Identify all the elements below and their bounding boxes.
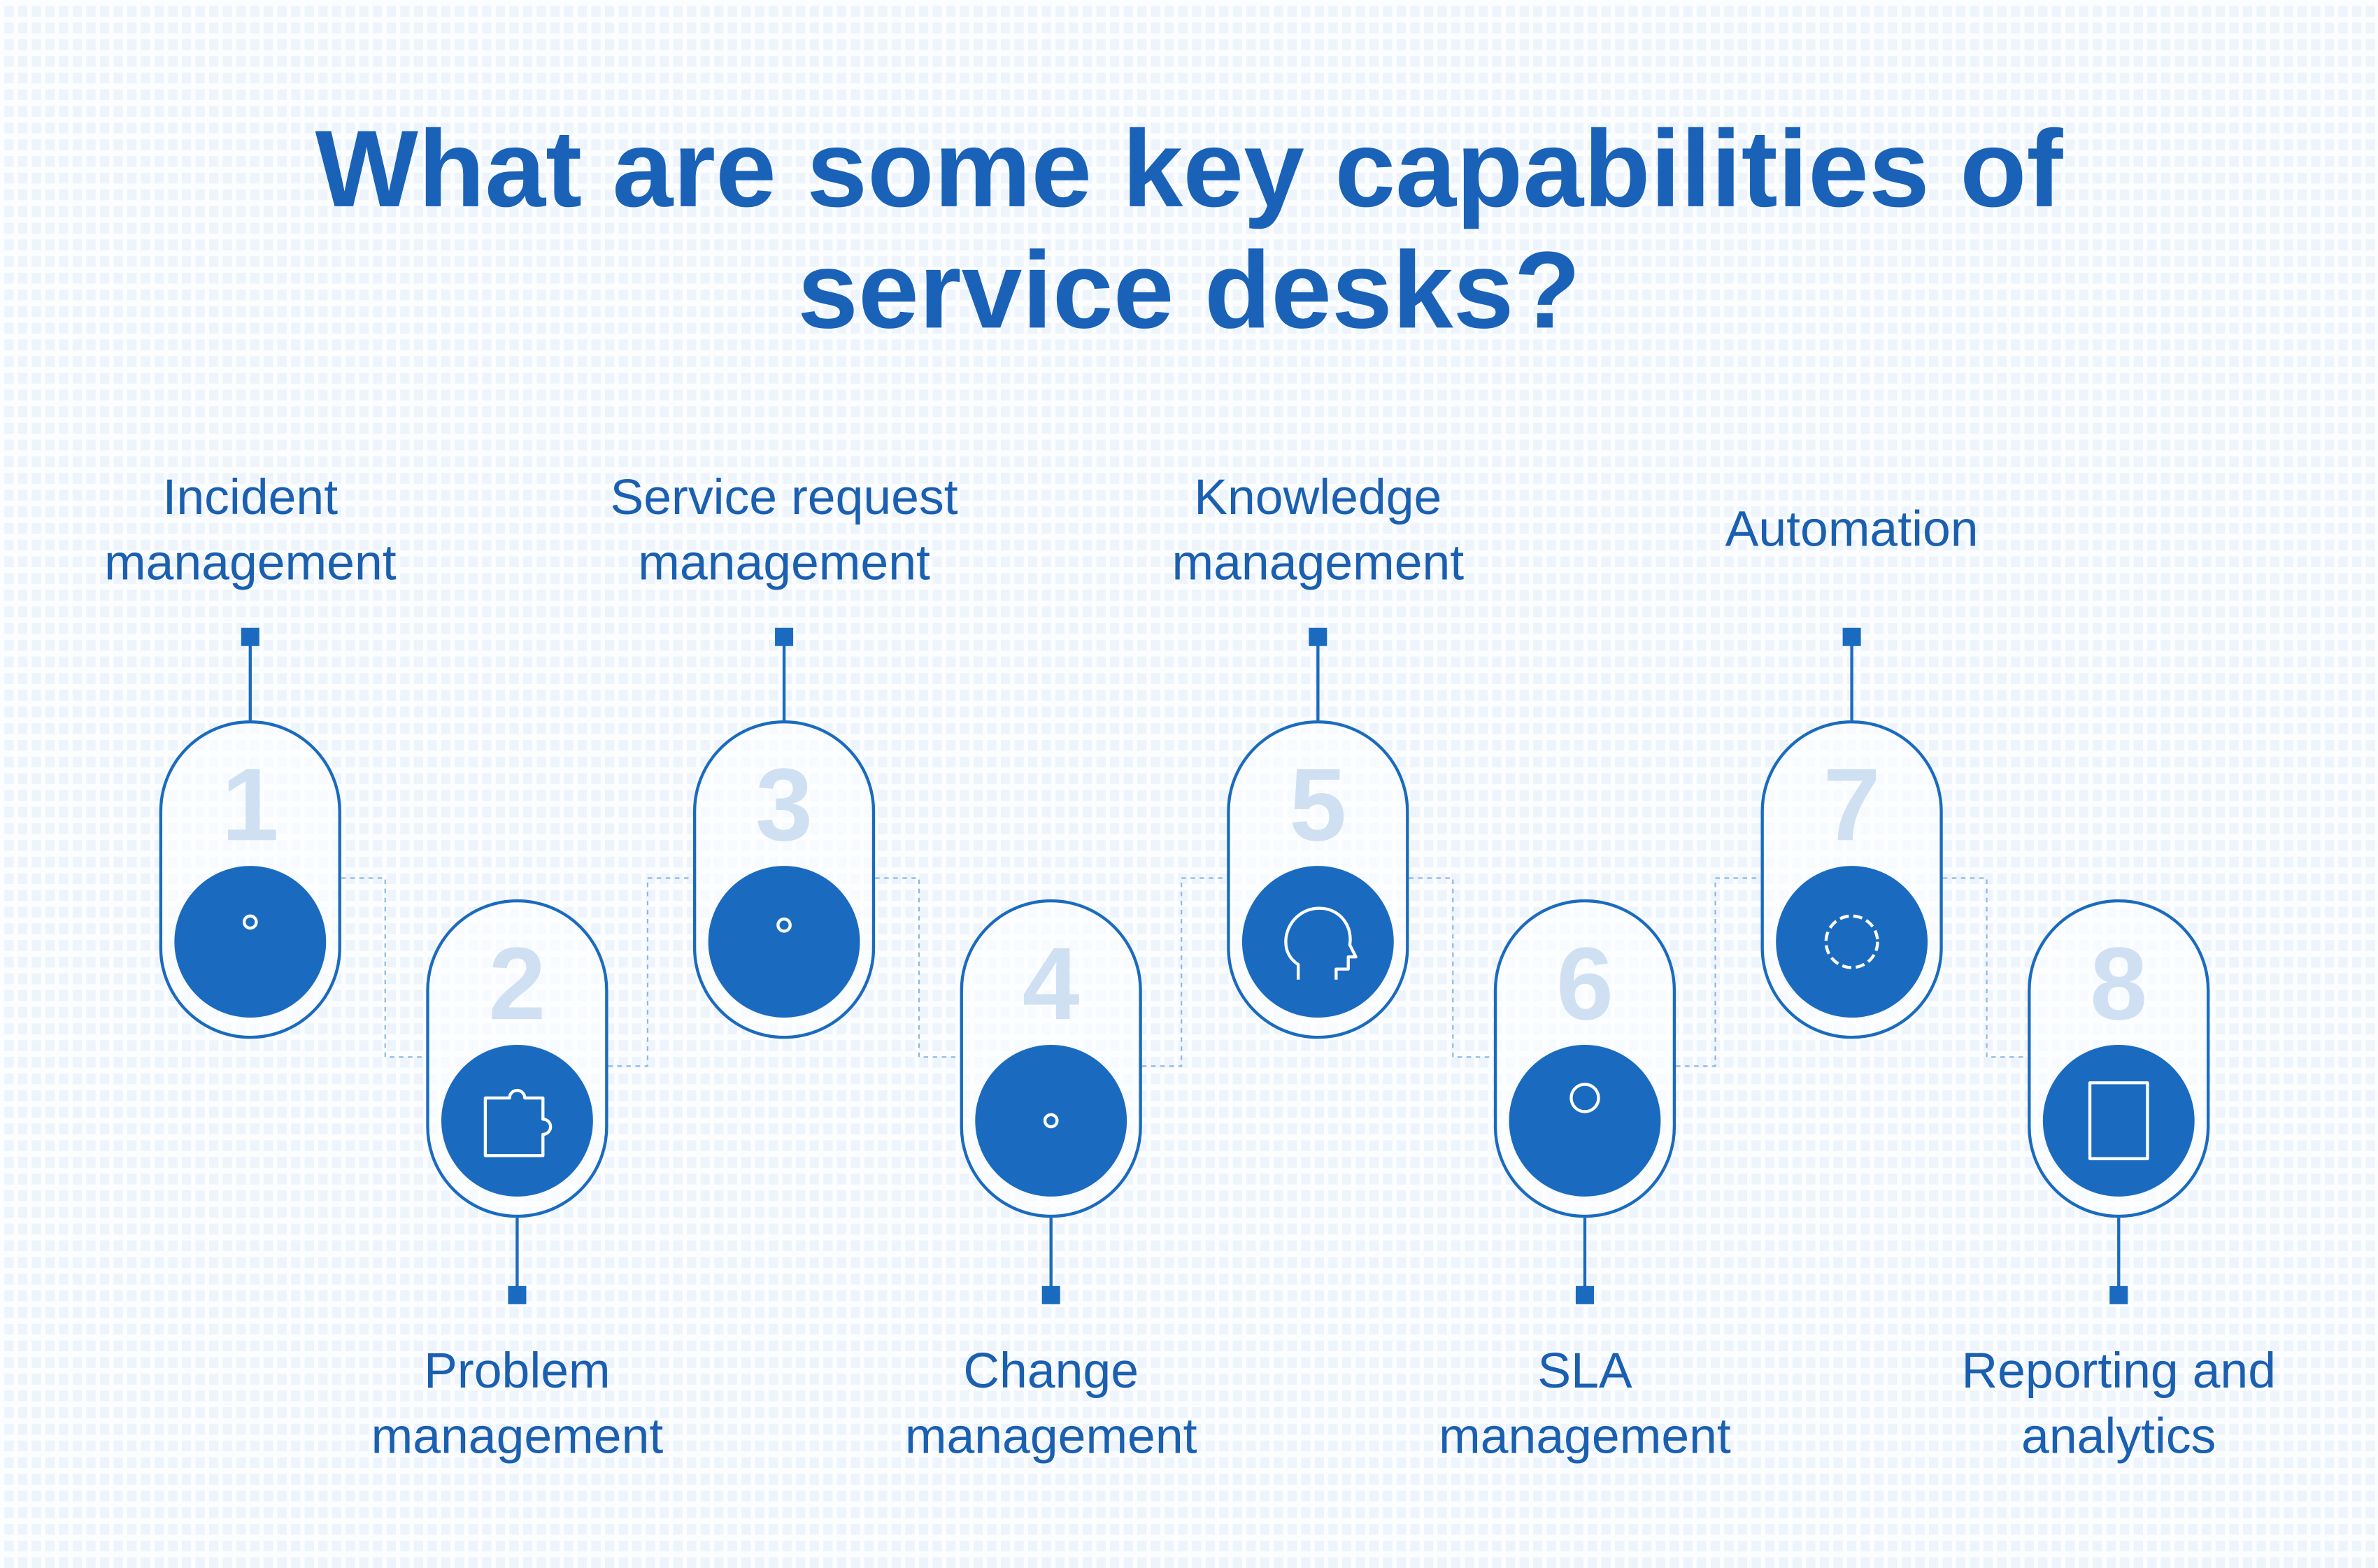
step-6-pill: 6 (1493, 899, 1676, 1218)
step-icon-circle (708, 866, 860, 1018)
label-line-2: management (638, 534, 930, 590)
label-line-1: Incident (162, 469, 339, 525)
step-3-label: Service request management (587, 464, 981, 594)
step-1-pill: 1 (159, 720, 341, 1039)
step-8-pill: 8 (2028, 899, 2210, 1218)
connector-line (1049, 1218, 1053, 1291)
title-line-2: service desks? (797, 230, 1581, 352)
step-5-pill: 5 (1227, 720, 1409, 1039)
step-number: 8 (2090, 926, 2148, 1042)
label-line-1: SLA (1537, 1342, 1632, 1399)
step-icon-circle (1509, 1045, 1661, 1197)
step-4-pill: 4 (960, 899, 1142, 1218)
label-line-1: Automation (1725, 500, 1979, 557)
label-line-2: analytics (2021, 1407, 2216, 1464)
report-chart-icon (2088, 1081, 2149, 1160)
people-gear-cycle-icon (1043, 1113, 1059, 1129)
label-line-2: management (371, 1407, 664, 1464)
head-lightbulb-icon (1284, 906, 1358, 980)
gear-check-cycle-icon (1824, 914, 1879, 969)
step-7-label: Automation (1655, 496, 2049, 561)
puzzle-gear-icon (483, 1088, 553, 1157)
step-number: 6 (1555, 926, 1614, 1042)
label-line-2: management (904, 1407, 1197, 1464)
connector-line (1850, 636, 1853, 720)
page-title: What are some key capabilities of servic… (0, 109, 2378, 352)
step-7-pill: 7 (1760, 720, 1943, 1039)
step-icon-circle (174, 866, 327, 1018)
step-icon-circle (1776, 866, 1928, 1018)
step-icon-circle (441, 1045, 593, 1197)
connector-line (248, 636, 252, 720)
label-line-1: Service request (610, 469, 958, 525)
step-icon-circle (975, 1045, 1127, 1197)
connector-square (508, 1285, 527, 1304)
connector-line (782, 636, 786, 720)
step-number: 3 (755, 748, 813, 863)
step-number: 5 (1289, 748, 1347, 863)
connector-line (2117, 1218, 2121, 1291)
connector-line (1316, 636, 1320, 720)
hands-gear-icon (776, 917, 792, 933)
label-line-1: Change (963, 1342, 1139, 1399)
label-line-2: management (1172, 534, 1465, 590)
handshake-stopwatch-icon (1569, 1083, 1600, 1113)
step-3-pill: 3 (692, 720, 876, 1039)
step-icon-circle (1241, 866, 1394, 1018)
step-number: 2 (488, 926, 546, 1042)
step-5-label: Knowledge management (1120, 464, 1515, 594)
connector-line (1583, 1218, 1587, 1291)
label-line-1: Reporting and (1961, 1342, 2277, 1399)
step-4-label: Change management (854, 1338, 1248, 1468)
step-icon-circle (2042, 1045, 2195, 1197)
step-6-label: SLA management (1388, 1338, 1782, 1468)
step-number: 7 (1823, 748, 1881, 863)
step-2-pill: 2 (426, 899, 608, 1218)
title-line-1: What are some key capabilities of (315, 109, 2063, 231)
connector-line (515, 1218, 519, 1291)
connector-square (2109, 1285, 2128, 1304)
label-line-2: management (104, 534, 397, 590)
step-number: 4 (1022, 926, 1080, 1042)
connector-square (1041, 1285, 1060, 1304)
step-number: 1 (221, 748, 279, 863)
step-8-label: Reporting and analytics (1921, 1338, 2316, 1468)
step-1-label: Incident management (53, 464, 448, 594)
step-2-label: Problem management (320, 1338, 715, 1468)
label-line-1: Knowledge (1194, 469, 1442, 525)
connector-square (1575, 1285, 1594, 1304)
label-line-2: management (1439, 1407, 1731, 1464)
label-line-1: Problem (424, 1342, 611, 1399)
gear-handshake-icon (242, 914, 258, 930)
